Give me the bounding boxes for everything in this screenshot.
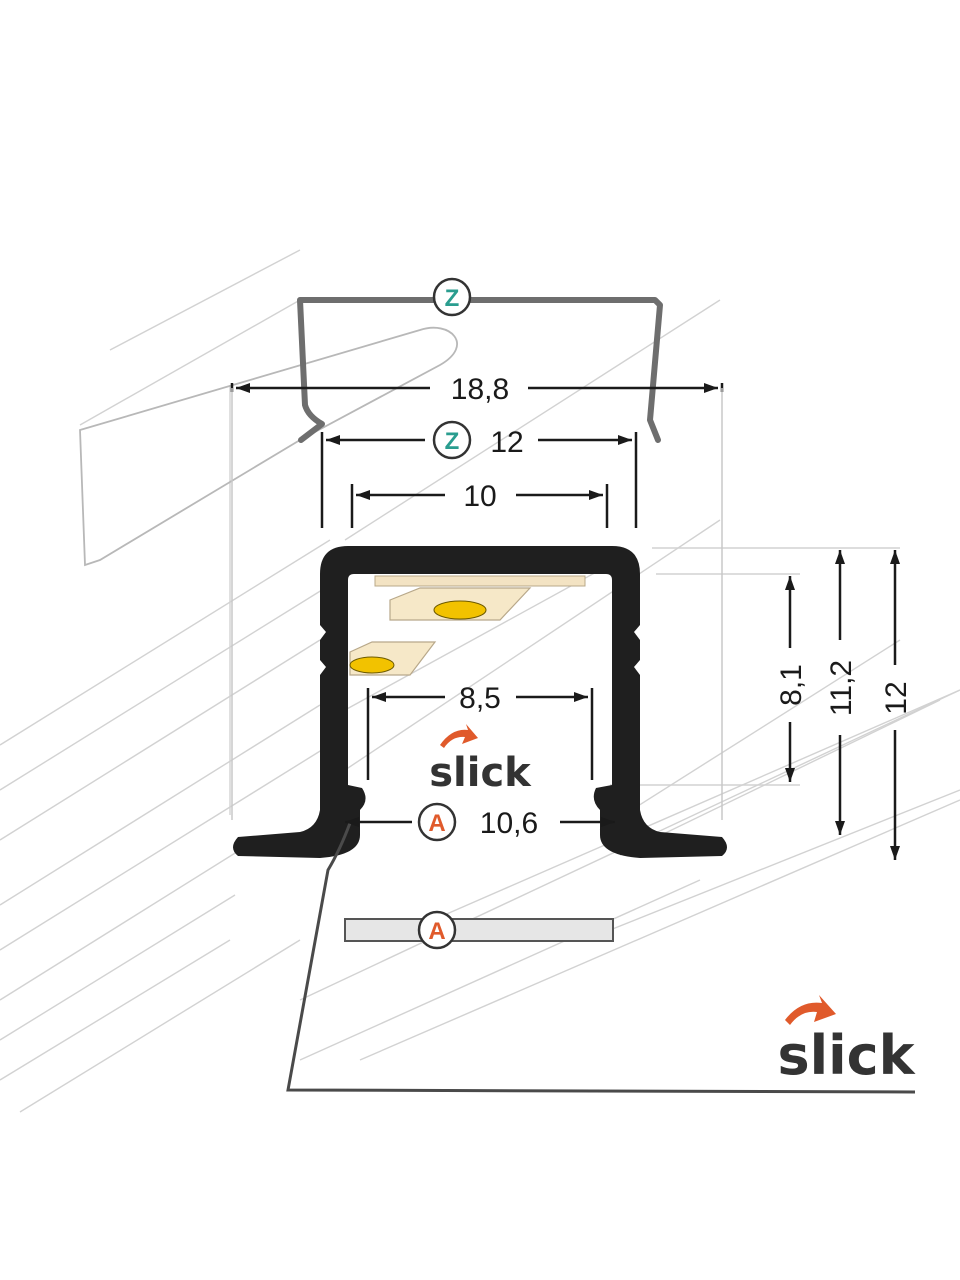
led-chip (349, 656, 395, 674)
led-chip (433, 600, 487, 620)
dim-profile-height: 11,2 (825, 660, 858, 716)
badge-a-diffuser: A (417, 910, 457, 950)
svg-text:Z: Z (445, 428, 460, 455)
slick-logo-center: slick (429, 724, 532, 796)
dim-inner-bottom-width: 8,5 (459, 682, 501, 715)
svg-text:Z: Z (445, 285, 460, 312)
dim-overall-width: 18,8 (451, 373, 509, 406)
slick-logo-corner: slick (777, 995, 916, 1087)
end-cap-outline (79, 326, 458, 567)
dim-cover-z-width: 12 (490, 426, 523, 459)
slick-arrow-icon (440, 724, 478, 748)
svg-text:A: A (428, 810, 445, 837)
aluminium-profile (233, 546, 727, 858)
detail-leader (286, 822, 916, 1094)
badge-a-width: A (417, 802, 457, 842)
badge-z-width: Z (432, 420, 472, 460)
dim-diffuser-a-width: 10,6 (480, 807, 538, 840)
perspective-guides (0, 249, 960, 1113)
svg-text:slick: slick (429, 750, 532, 796)
led-strip (349, 575, 586, 676)
dim-inner-top-width: 10 (463, 480, 496, 513)
diffuser-a (344, 918, 614, 942)
dimension-arrowheads (236, 383, 900, 860)
slick-arrow-icon (785, 995, 836, 1025)
badge-z-top: Z (432, 277, 472, 317)
svg-text:slick: slick (777, 1024, 915, 1087)
dim-total-height: 12 (880, 681, 913, 714)
dim-inner-height: 8,1 (775, 664, 808, 706)
svg-text:A: A (428, 918, 445, 945)
cover-z-outline (297, 297, 663, 443)
